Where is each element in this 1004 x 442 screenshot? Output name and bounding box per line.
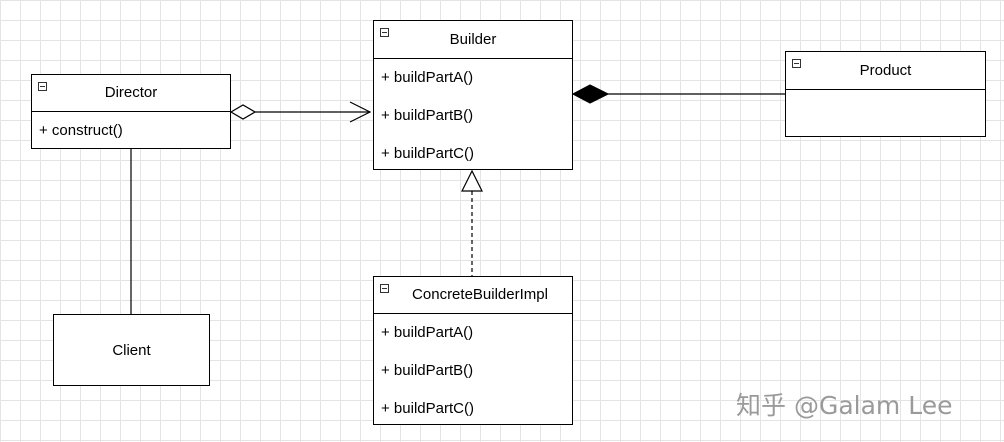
- director-method: + construct(): [39, 122, 123, 139]
- collapse-icon[interactable]: [380, 28, 389, 37]
- builder-method: + buildPartB(): [381, 107, 474, 124]
- client-name: Client: [112, 341, 151, 359]
- concrete-builder-method: + buildPartB(): [381, 362, 474, 379]
- aggregation-diamond: [229, 104, 257, 120]
- builder-method: + buildPartA(): [381, 69, 474, 86]
- director-class[interactable]: Director + construct(): [31, 74, 231, 149]
- concrete-builder-method: + buildPartC(): [381, 400, 474, 417]
- concrete-builder-class[interactable]: ConcreteBuilderImpl + buildPartA() + bui…: [373, 276, 573, 425]
- director-header: Director: [32, 75, 230, 112]
- builder-name: Builder: [449, 31, 497, 48]
- collapse-icon[interactable]: [380, 284, 389, 293]
- concrete-builder-name: ConcreteBuilderImpl: [412, 286, 548, 303]
- product-header: Product: [786, 52, 985, 90]
- collapse-icon[interactable]: [792, 59, 801, 68]
- navigability-arrowhead: [349, 101, 372, 123]
- product-name: Product: [859, 62, 912, 79]
- director-name: Director: [104, 84, 158, 101]
- client-box[interactable]: Client: [53, 314, 210, 386]
- collapse-icon[interactable]: [38, 82, 47, 91]
- watermark: 知乎 @Galam Lee: [736, 391, 953, 420]
- builder-method: + buildPartC(): [381, 145, 474, 162]
- concrete-builder-header: ConcreteBuilderImpl: [374, 277, 572, 314]
- realization-arrowhead: [461, 169, 483, 192]
- concrete-builder-method: + buildPartA(): [381, 324, 474, 341]
- builder-class[interactable]: Builder + buildPartA() + buildPartB() + …: [373, 20, 573, 170]
- composition-diamond: [571, 84, 610, 104]
- product-class[interactable]: Product: [785, 51, 986, 137]
- builder-header: Builder: [374, 21, 572, 59]
